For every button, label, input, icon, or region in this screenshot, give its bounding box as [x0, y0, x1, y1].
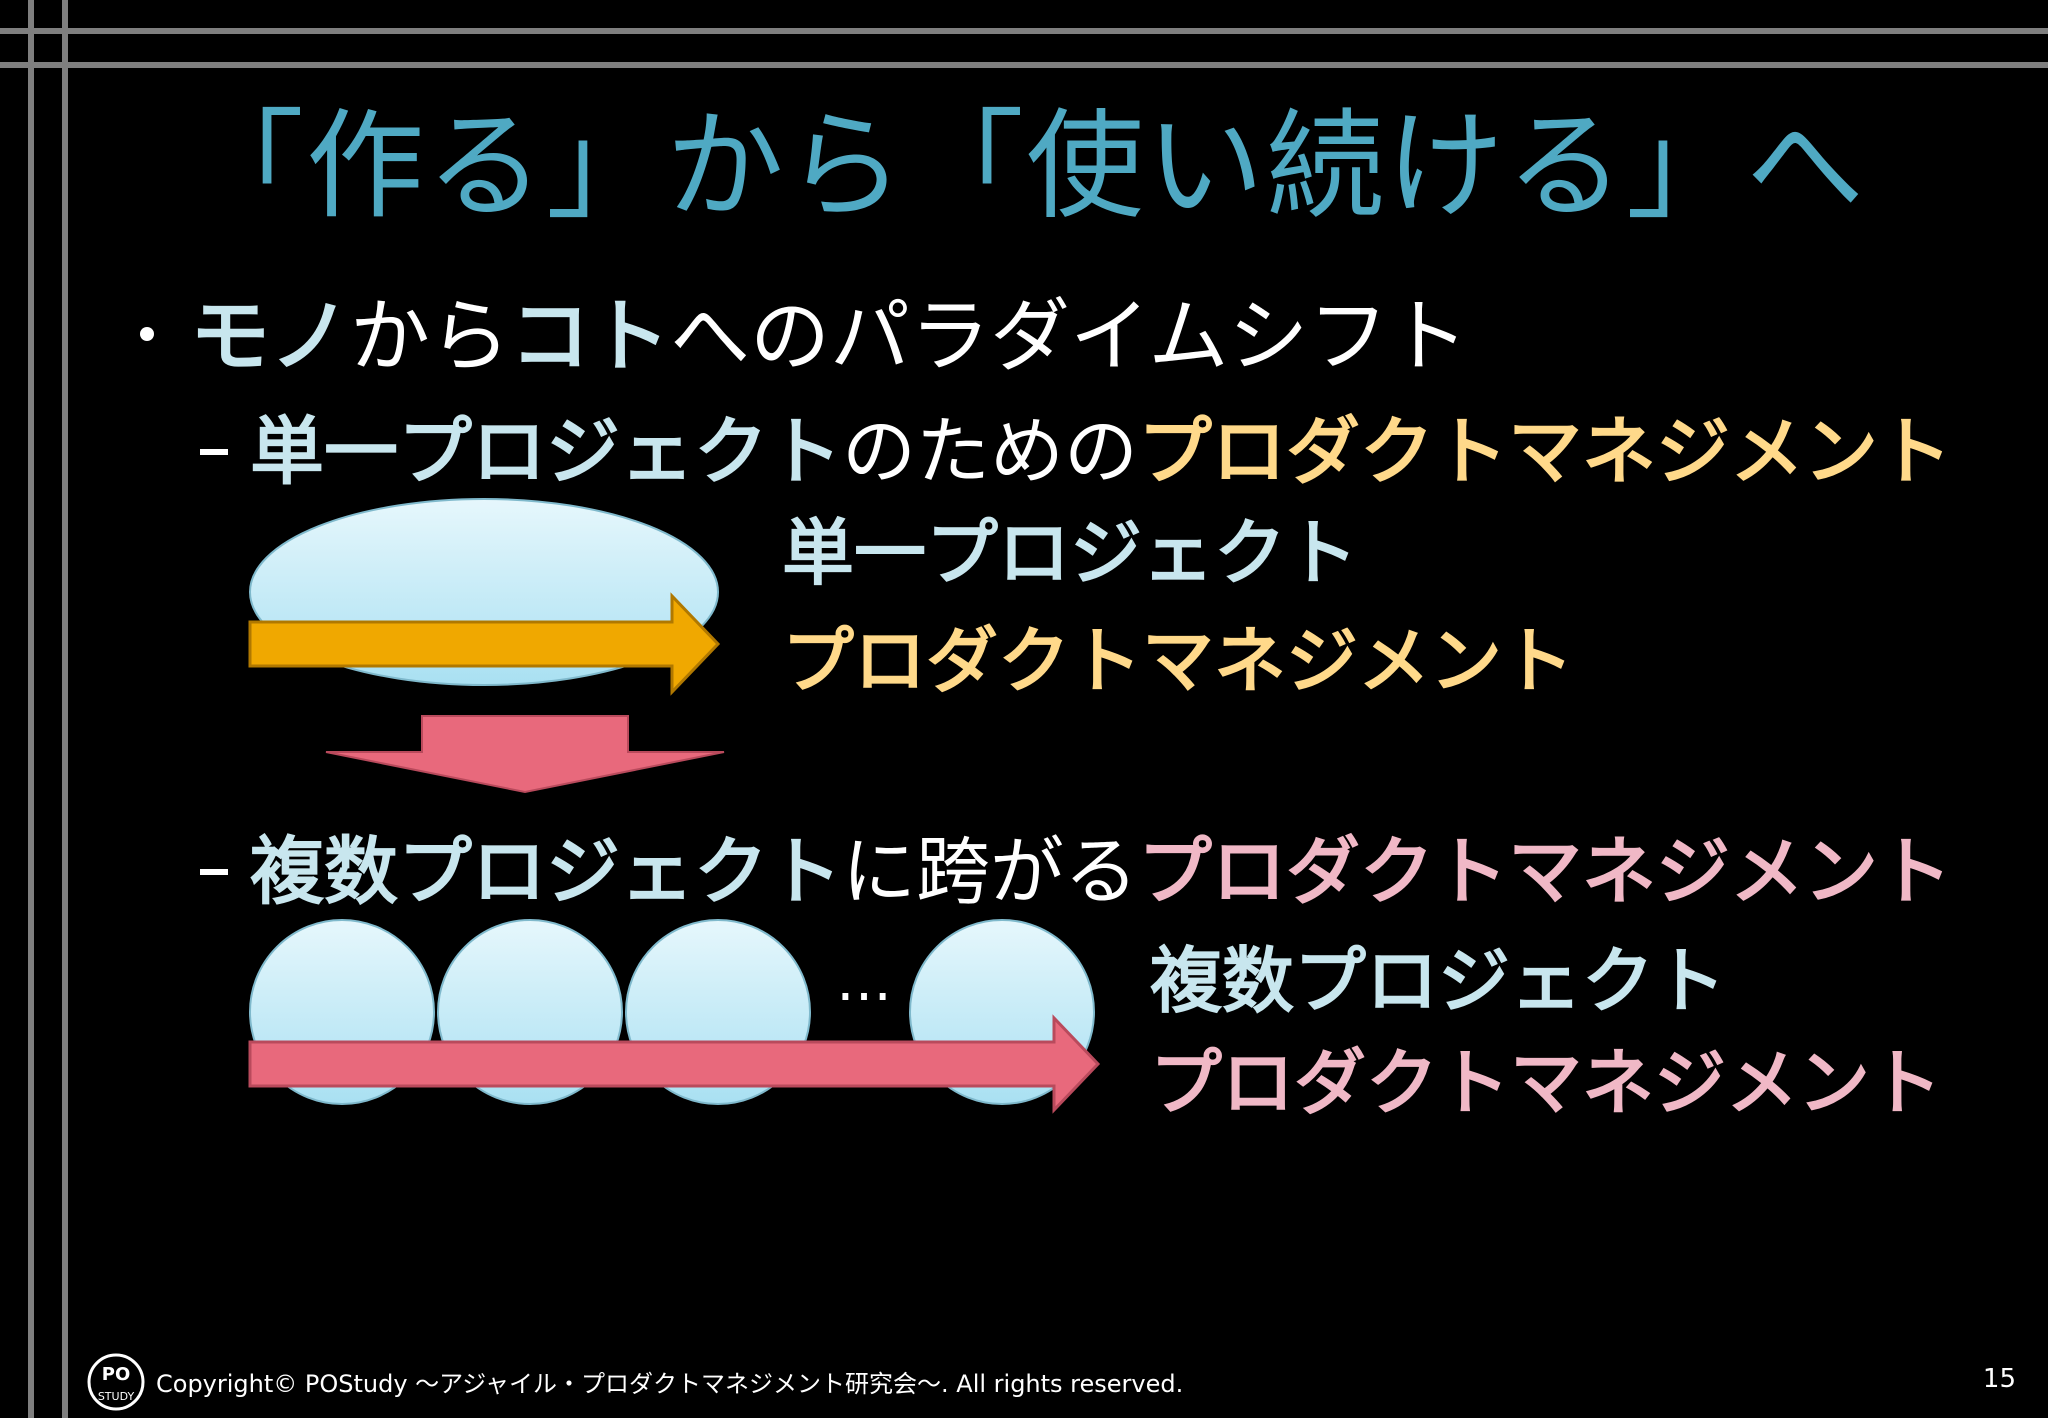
- sub2-connector: に跨がる: [842, 829, 1138, 915]
- ellipsis-text: …: [836, 949, 892, 1014]
- sub2-pm: プロダクトマネジメント: [1138, 829, 1952, 915]
- transition-down-arrow: [325, 715, 725, 794]
- slide-title: 「作る」から「使い続ける」へ: [186, 97, 1867, 235]
- sub-bullet-single: 単一プロジェクトのためのプロダクトマネジメント: [200, 392, 1952, 499]
- multi-pm-label: プロダクトマネジメント: [1150, 1041, 1943, 1125]
- sub1-connector: のための: [842, 409, 1138, 495]
- frame-line-left-2: [62, 0, 68, 1418]
- bullet-rest: へのパラダイムシフト: [670, 290, 1469, 383]
- single-pm-label: プロダクトマネジメント: [782, 619, 1575, 703]
- single-pm-arrow: [248, 592, 721, 696]
- dash-icon: [200, 449, 228, 456]
- main-bullet: モノからコトへのパラダイムシフト: [140, 272, 1468, 388]
- sub2-project: 複数プロジェクト: [250, 829, 842, 915]
- copyright-footer: Copyright© POStudy ～アジャイル・プロダクトマネジメント研究会…: [156, 1370, 1184, 1398]
- single-project-label: 単一プロジェクト: [782, 511, 1359, 595]
- page-number: 15: [1982, 1364, 2016, 1394]
- svg-text:STUDY: STUDY: [98, 1390, 135, 1403]
- frame-line-top-2: [0, 62, 2048, 68]
- postudy-logo-icon: PO STUDY: [87, 1353, 145, 1411]
- frame-line-left-1: [28, 0, 34, 1418]
- svg-text:PO: PO: [102, 1364, 131, 1385]
- sub1-pm: プロダクトマネジメント: [1138, 409, 1952, 495]
- sub1-project: 単一プロジェクト: [250, 409, 842, 495]
- bullet-koto: コト: [510, 290, 670, 383]
- bullet-kara: から: [350, 290, 510, 383]
- sub-bullet-multiple: 複数プロジェクトに跨がるプロダクトマネジメント: [200, 812, 1952, 919]
- multi-pm-arrow: [248, 1014, 1101, 1114]
- multi-project-label: 複数プロジェクト: [1150, 939, 1727, 1023]
- dash-icon: [200, 869, 228, 876]
- frame-line-top-1: [0, 28, 2048, 34]
- bullet-mono: モノ: [190, 290, 350, 383]
- bullet-dot-icon: [140, 327, 154, 342]
